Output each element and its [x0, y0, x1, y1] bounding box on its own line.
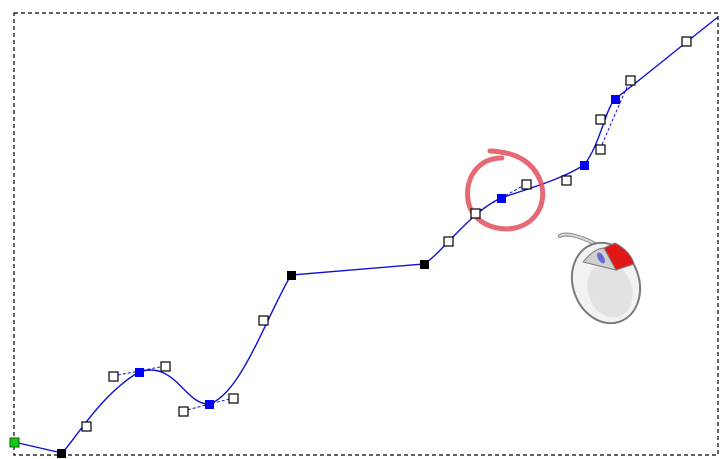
- control-handle[interactable]: [521, 179, 532, 190]
- corner-node[interactable]: [57, 449, 66, 458]
- control-handle[interactable]: [108, 371, 119, 382]
- control-handle[interactable]: [681, 36, 692, 47]
- control-handle[interactable]: [160, 361, 171, 372]
- handle-lines: [112, 79, 631, 412]
- control-handle[interactable]: [178, 406, 189, 417]
- control-handle[interactable]: [625, 75, 636, 86]
- control-handle[interactable]: [595, 114, 606, 125]
- control-handle[interactable]: [228, 393, 239, 404]
- control-handle[interactable]: [81, 421, 92, 432]
- highlight-circle: [465, 148, 546, 232]
- control-handle[interactable]: [443, 236, 454, 247]
- control-handle[interactable]: [561, 175, 572, 186]
- smooth-node[interactable]: [580, 161, 589, 170]
- smooth-node-selected[interactable]: [497, 194, 506, 203]
- control-handle[interactable]: [470, 208, 481, 219]
- control-handle[interactable]: [258, 315, 269, 326]
- mouse-icon: [558, 232, 642, 325]
- corner-node[interactable]: [287, 271, 296, 280]
- selection-box: [13, 12, 719, 456]
- smooth-node[interactable]: [611, 95, 620, 104]
- smooth-node[interactable]: [135, 368, 144, 377]
- start-node[interactable]: [9, 437, 20, 448]
- smooth-node[interactable]: [205, 400, 214, 409]
- control-handle[interactable]: [595, 144, 606, 155]
- bezier-curve[interactable]: [13, 16, 719, 454]
- corner-node[interactable]: [420, 260, 429, 269]
